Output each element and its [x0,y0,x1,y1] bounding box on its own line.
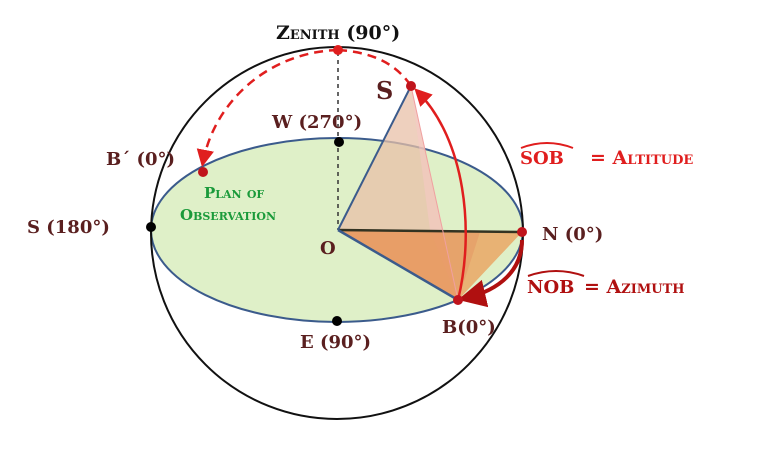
line-o-b [337,228,459,302]
horizon-plane [150,137,524,323]
line-o-s [337,85,412,231]
azimuth-angle: NOB [527,277,574,298]
azimuth-text: = Azimuth [584,276,685,298]
north-label: N (0°) [542,224,603,245]
bprime-point [198,167,208,177]
star-point [406,81,416,91]
bprime-label: B´ (0°) [106,149,175,170]
east-point [332,316,342,326]
altitude-text: = Altitude [590,147,693,169]
azimuth-legend: NOB = Azimuth [527,270,685,298]
zenith-to-star-arc [337,48,413,87]
altitude-angle: SOB [520,148,564,169]
south-point [146,222,156,232]
west-point [334,137,344,147]
altitude-hat [520,142,574,149]
zenith-label: Zenith (90°) [276,22,400,44]
zenith-to-bprime-arc [196,48,339,168]
altitude-arc [414,88,467,301]
plane-label-1: Plan of [204,184,264,202]
plane-label-2: Observation [180,206,276,224]
north-point [517,227,527,237]
star-label: S [376,76,393,105]
line-s-b [410,85,459,301]
altitude-legend: SOB = Altitude [520,142,693,169]
azimuth-hat [527,270,585,277]
south-label: S (180°) [27,217,110,238]
azimuth-arc [457,239,524,308]
b-label: B(0°) [442,317,496,338]
b-point [453,295,463,305]
zenith-point [333,45,343,55]
west-label: W (270°) [271,112,362,133]
origin-label: O [320,238,336,259]
east-label: E (90°) [300,332,371,353]
line-o-n [337,228,523,234]
